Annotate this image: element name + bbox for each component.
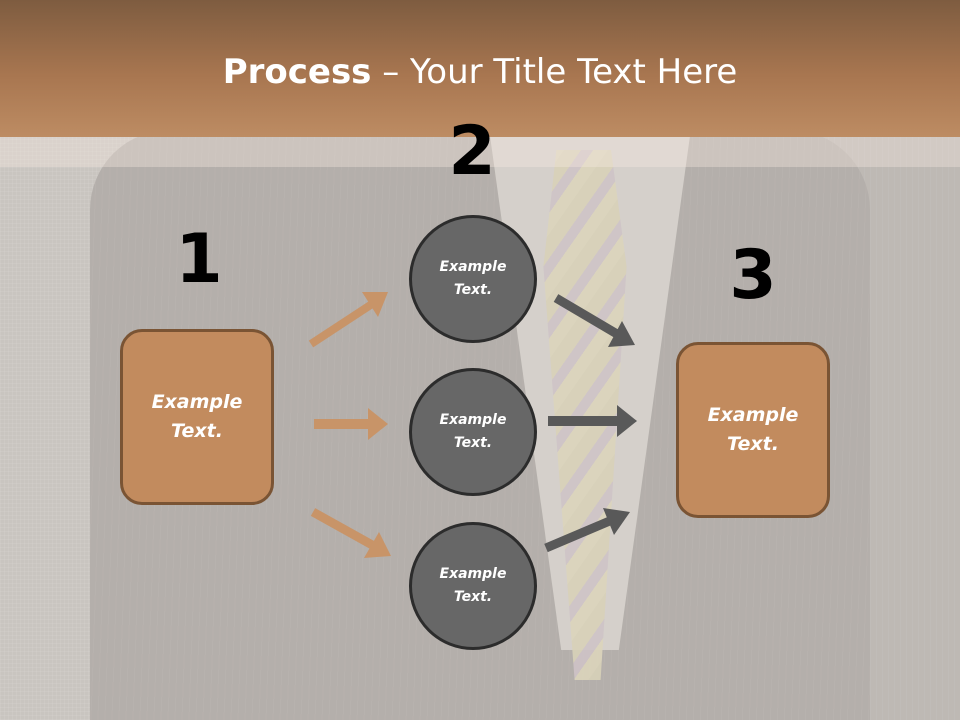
circle-middle-text: Example Text. (439, 412, 507, 451)
slide-title: Process – Your Title Text Here (0, 52, 960, 92)
arrow-1-to-top (308, 292, 388, 348)
step-number-2: 2 (448, 112, 496, 191)
arrow-1-to-bottom (310, 508, 391, 558)
step-2-circle-top: Example Text. (409, 215, 537, 343)
step-1-box: Example Text. (120, 329, 274, 505)
step-2-circle-middle: Example Text. (409, 368, 537, 496)
title-bar: Process – Your Title Text Here (0, 0, 960, 137)
arrow-1-to-middle (314, 408, 388, 440)
step-2-circle-bottom: Example Text. (409, 522, 537, 650)
arrow-bottom-to-3 (544, 508, 630, 553)
title-regular-part: – Your Title Text Here (371, 52, 738, 92)
circle-top-text: Example Text. (439, 259, 507, 298)
step-1-text: Example Text. (151, 391, 243, 442)
arrow-top-to-3 (553, 294, 635, 347)
step-number-1: 1 (175, 220, 223, 299)
title-bold-part: Process (222, 52, 372, 92)
background-light-band (0, 137, 960, 167)
step-3-text: Example Text. (707, 404, 799, 455)
circle-bottom-text: Example Text. (439, 566, 507, 605)
step-3-box: Example Text. (676, 342, 830, 518)
step-number-3: 3 (729, 236, 777, 315)
arrow-middle-to-3 (548, 405, 637, 437)
